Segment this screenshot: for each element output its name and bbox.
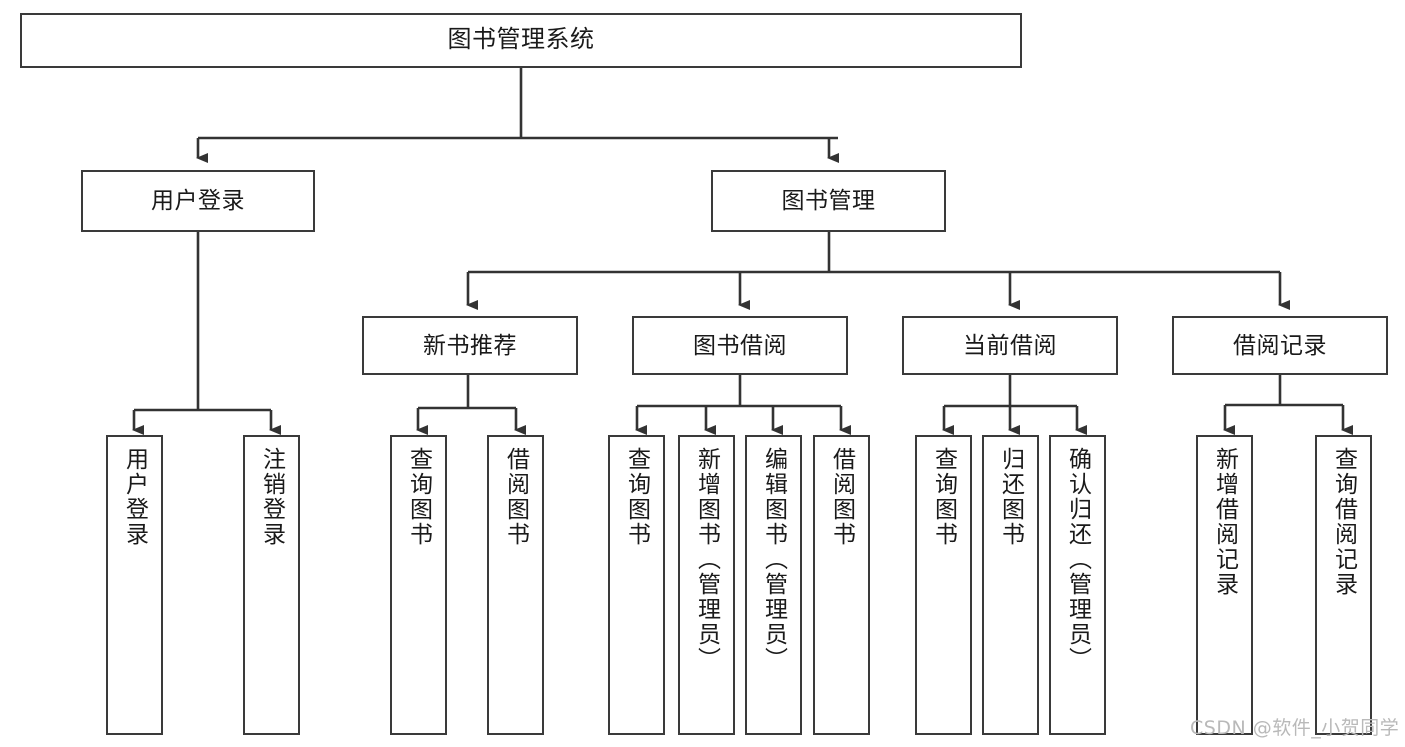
watermark: CSDN @软件_小贺同学 <box>1190 717 1400 739</box>
leaf-user-login[interactable]: 用户登录 <box>106 435 163 735</box>
node-label: 用户登录 <box>151 187 245 214</box>
node-book-borrow[interactable]: 图书借阅 <box>632 316 848 375</box>
node-label: 借阅记录 <box>1233 331 1327 358</box>
leaf-return-book[interactable]: 归还图书 <box>982 435 1039 735</box>
node-label: 确认归还（管理员） <box>1065 447 1092 672</box>
node-label: 编辑图书（管理员） <box>761 447 788 672</box>
node-label: 借阅图书 <box>829 447 856 547</box>
leaf-add-borrow-record[interactable]: 新增借阅记录 <box>1196 435 1253 735</box>
node-label: 新增图书（管理员） <box>694 447 721 672</box>
node-label: 用户登录 <box>122 447 149 547</box>
node-label: 查询图书 <box>931 447 958 547</box>
leaf-edit-book-admin[interactable]: 编辑图书（管理员） <box>745 435 802 735</box>
node-current-borrow[interactable]: 当前借阅 <box>902 316 1118 375</box>
leaf-borrow-book-new[interactable]: 借阅图书 <box>487 435 544 735</box>
leaf-borrow-book[interactable]: 借阅图书 <box>813 435 870 735</box>
node-label: 查询图书 <box>624 447 651 547</box>
node-label: 新书推荐 <box>423 331 517 358</box>
node-user-login[interactable]: 用户登录 <box>81 170 315 232</box>
node-book-management[interactable]: 图书管理 <box>711 170 946 232</box>
leaf-query-book[interactable]: 查询图书 <box>608 435 665 735</box>
leaf-query-book-current[interactable]: 查询图书 <box>915 435 972 735</box>
node-label: 图书管理 <box>781 187 876 214</box>
node-label: 归还图书 <box>998 447 1025 547</box>
leaf-query-borrow-record[interactable]: 查询借阅记录 <box>1315 435 1372 735</box>
node-label: 借阅图书 <box>503 447 530 547</box>
node-root-book-management-system[interactable]: 图书管理系统 <box>20 13 1022 68</box>
node-label: 查询图书 <box>406 447 433 547</box>
leaf-query-book-new[interactable]: 查询图书 <box>390 435 447 735</box>
node-borrow-record[interactable]: 借阅记录 <box>1172 316 1388 375</box>
node-new-book-recommend[interactable]: 新书推荐 <box>362 316 578 375</box>
leaf-add-book-admin[interactable]: 新增图书（管理员） <box>678 435 735 735</box>
leaf-confirm-return-admin[interactable]: 确认归还（管理员） <box>1049 435 1106 735</box>
node-label: 当前借阅 <box>963 331 1057 358</box>
node-label: 新增借阅记录 <box>1212 447 1239 597</box>
node-label: 图书管理系统 <box>447 26 595 54</box>
node-label: 图书借阅 <box>693 331 787 358</box>
node-label: 注销登录 <box>259 447 286 547</box>
node-label: 查询借阅记录 <box>1331 447 1358 597</box>
leaf-logout[interactable]: 注销登录 <box>243 435 300 735</box>
